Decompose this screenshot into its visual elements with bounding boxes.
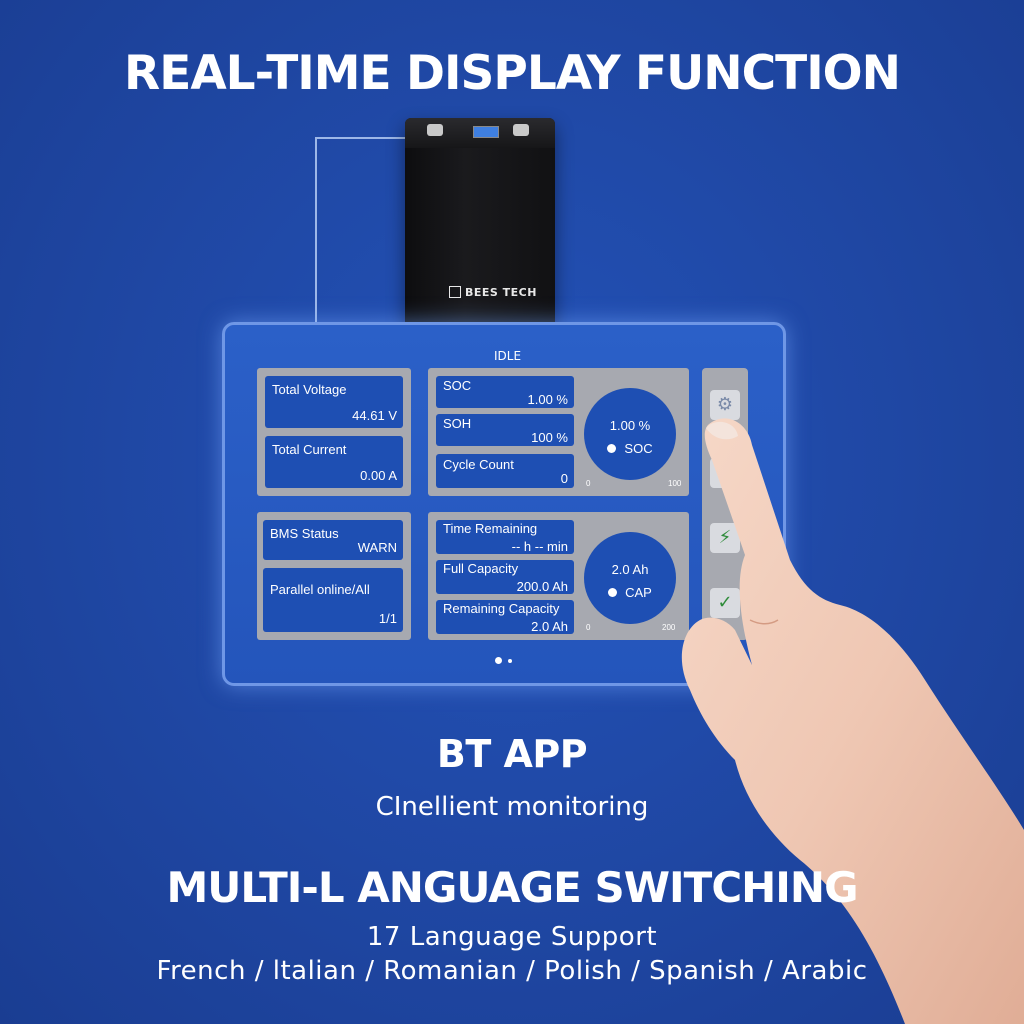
cycle-count-label: Cycle Count — [443, 457, 514, 472]
battery-top-panel — [405, 118, 555, 148]
device-display — [473, 126, 499, 138]
connector-line-vertical — [315, 137, 317, 327]
soc-scale-min: 0 — [586, 479, 591, 488]
language-list: French / ltalian / Romanian / Polish / S… — [156, 956, 868, 986]
total-voltage-value: 44.61 V — [352, 408, 397, 423]
bt-app-title: BT APP — [436, 732, 588, 776]
soh-label: SOH — [443, 416, 472, 431]
parallel-value: 1/1 — [378, 611, 397, 626]
full-capacity-tile: Full Capacity 200.0 Ah — [436, 560, 574, 594]
cycle-count-tile: Cycle Count 0 — [436, 454, 574, 488]
cap-gauge-legend: CAP — [584, 585, 676, 600]
time-remaining-value: -- h -- min — [511, 539, 568, 554]
total-voltage-tile: Total Voltage 44.61 V — [265, 376, 403, 428]
screen-sidebar: ⚙ ▮ ⚡ ✓ — [702, 368, 748, 640]
brand-name: BEES TECH — [465, 286, 537, 299]
gear-icon[interactable]: ⚙ — [710, 390, 740, 420]
time-remaining-tile: Time Remaining -- h -- min — [436, 520, 574, 554]
total-current-label: Total Current — [272, 442, 347, 457]
soc-gauge-value: 1.00 % — [609, 418, 651, 433]
language-count: 17 Language Support — [366, 922, 658, 952]
battery-charge-icon[interactable]: ⚡ — [710, 523, 740, 553]
remaining-capacity-label: Remaining Capacity — [443, 601, 560, 616]
bms-card: BMS Status WARN Parallel online/All 1/1 — [257, 512, 411, 640]
soc-label: SOC — [443, 378, 472, 393]
legend-dot-icon — [607, 444, 617, 453]
soc-scale-max: 100 — [668, 479, 682, 488]
page-indicator[interactable] — [495, 649, 518, 668]
soc-gauge: 1.00 % SOC — [584, 388, 676, 480]
cap-gauge-value: 2.0 Ah — [611, 562, 649, 577]
parallel-label: Parallel online/All — [270, 582, 370, 597]
page-dot-active[interactable] — [495, 657, 502, 664]
cycle-count-value: 0 — [560, 471, 568, 486]
total-voltage-label: Total Voltage — [272, 382, 347, 397]
bms-status-label: BMS Status — [270, 526, 339, 541]
voltage-current-card: Total Voltage 44.61 V Total Current 0.00… — [257, 368, 411, 496]
page-dot[interactable] — [508, 659, 512, 663]
brand-label: BEES TECH — [449, 286, 537, 299]
remaining-capacity-value: 2.0 Ah — [531, 619, 568, 634]
full-capacity-value: 200.0 Ah — [516, 579, 568, 594]
full-capacity-label: Full Capacity — [443, 561, 519, 576]
cap-gauge: 2.0 Ah CAP — [584, 532, 676, 624]
battery-icon[interactable]: ▮ — [710, 458, 740, 488]
legend-dot-icon — [608, 588, 618, 597]
parallel-tile: Parallel online/All 1/1 — [263, 568, 403, 632]
connector-line — [315, 137, 410, 139]
remaining-capacity-tile: Remaining Capacity 2.0 Ah — [436, 600, 574, 634]
cap-scale-min: 0 — [586, 623, 591, 632]
time-remaining-label: Time Remaining — [443, 521, 538, 536]
monitor-screen: IDLE Total Voltage 44.61 V Total Current… — [222, 322, 786, 686]
bms-status-value: WARN — [357, 540, 397, 555]
soc-gauge-label: SOC — [624, 441, 653, 456]
cap-scale-max: 200 — [662, 623, 676, 632]
total-current-tile: Total Current 0.00 A — [265, 436, 403, 488]
brand-logo-icon — [449, 286, 461, 298]
cap-gauge-label: CAP — [625, 585, 652, 600]
battery-check-icon[interactable]: ✓ — [710, 588, 740, 618]
status-state: IDLE — [494, 349, 522, 363]
page-title: REAL-TIME DISPLAY FUNCTION — [124, 46, 901, 101]
soc-gauge-legend: SOC — [584, 441, 676, 456]
terminal-icon — [427, 124, 443, 136]
battery-device: BEES TECH — [405, 118, 555, 346]
terminal-icon — [513, 124, 529, 136]
capacity-card: Time Remaining -- h -- min Full Capacity… — [428, 512, 689, 640]
soc-value: 1.00 % — [527, 392, 568, 407]
bms-status-tile: BMS Status WARN — [263, 520, 403, 560]
soc-tile: SOC 1.00 % — [436, 376, 574, 408]
soh-tile: SOH 100 % — [436, 414, 574, 446]
soh-value: 100 % — [531, 430, 568, 445]
multilang-title: MULTI-L ANGUAGE SWITCHING — [166, 863, 858, 912]
total-current-value: 0.00 A — [360, 468, 397, 483]
bt-app-subtitle: CInellient monitoring — [375, 792, 649, 822]
soc-card: SOC 1.00 % SOH 100 % Cycle Count 0 1.00 … — [428, 368, 689, 496]
